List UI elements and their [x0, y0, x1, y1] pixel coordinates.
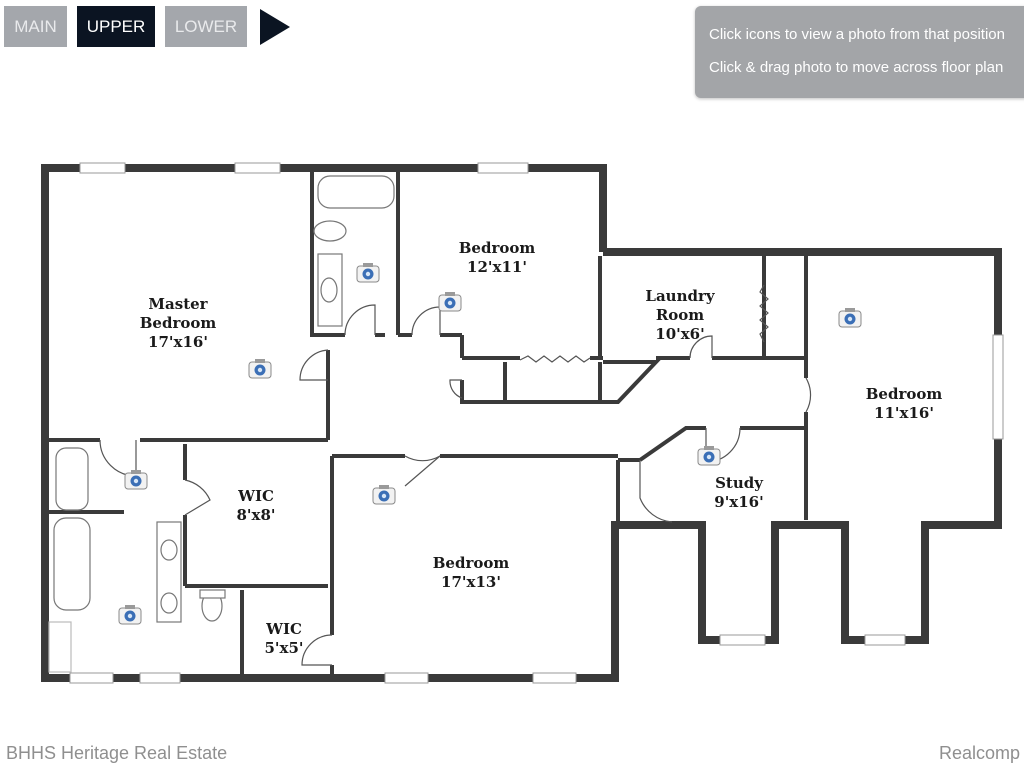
tab-main[interactable]: MAIN — [4, 6, 67, 47]
room-master-bedroom-name2: Bedroom — [140, 314, 217, 332]
bathtub-master — [53, 517, 91, 611]
camera-icon[interactable] — [372, 484, 396, 505]
room-bedroom-right-size: 11'x16' — [874, 404, 934, 422]
room-master-bedroom-size: 17'x16' — [148, 333, 208, 351]
room-wic-small-size: 5'x5' — [264, 639, 303, 657]
mls-credit: Realcomp — [938, 743, 1020, 763]
interior-walls — [49, 172, 808, 678]
tab-upper[interactable]: UPPER — [77, 6, 155, 47]
brokerage-credit: BHHS Heritage Real Estate — [6, 743, 228, 763]
room-laundry-name2: Room — [656, 306, 704, 324]
room-study-size: 9'x16' — [714, 493, 763, 511]
shower — [55, 447, 89, 511]
instruction-line-2: Click & drag photo to move across floor … — [709, 59, 1004, 76]
camera-icon[interactable] — [118, 604, 142, 625]
room-bedroom-right-name: Bedroom — [866, 385, 943, 403]
vanity-top — [317, 253, 343, 327]
bathtub-top — [317, 175, 395, 209]
camera-icon[interactable] — [697, 445, 721, 466]
room-laundry-size: 10'x6' — [655, 325, 704, 343]
room-study-name: Study — [715, 474, 764, 492]
room-bedroom-main-name: Bedroom — [433, 554, 510, 572]
instructions-panel: Click icons to view a photo from that po… — [695, 6, 1024, 98]
instruction-line-1: Click icons to view a photo from that po… — [709, 26, 1005, 43]
outer-walls — [41, 164, 1002, 682]
room-wic-large-name: WIC — [237, 487, 274, 505]
fixtures — [48, 175, 395, 673]
toilet-top — [313, 220, 347, 242]
camera-icon[interactable] — [438, 291, 462, 312]
camera-icon[interactable] — [356, 262, 380, 283]
room-wic-small-name: WIC — [265, 620, 302, 638]
room-master-bedroom-name1: Master — [148, 295, 208, 313]
room-labels: Master Bedroom 17'x16' Bedroom 12'x11' L… — [140, 239, 943, 657]
room-wic-large-size: 8'x8' — [236, 506, 275, 524]
tab-lower[interactable]: LOWER — [165, 6, 247, 47]
next-floor-arrow-icon[interactable] — [260, 9, 290, 45]
room-laundry-name1: Laundry — [645, 287, 715, 305]
camera-icon[interactable] — [124, 469, 148, 490]
room-bedroom-main-size: 17'x13' — [441, 573, 501, 591]
camera-icon[interactable] — [838, 307, 862, 328]
camera-icon[interactable] — [248, 358, 272, 379]
room-bedroom-top-size: 12'x11' — [467, 258, 527, 276]
windows — [69, 162, 1004, 684]
room-bedroom-top-name: Bedroom — [459, 239, 536, 257]
